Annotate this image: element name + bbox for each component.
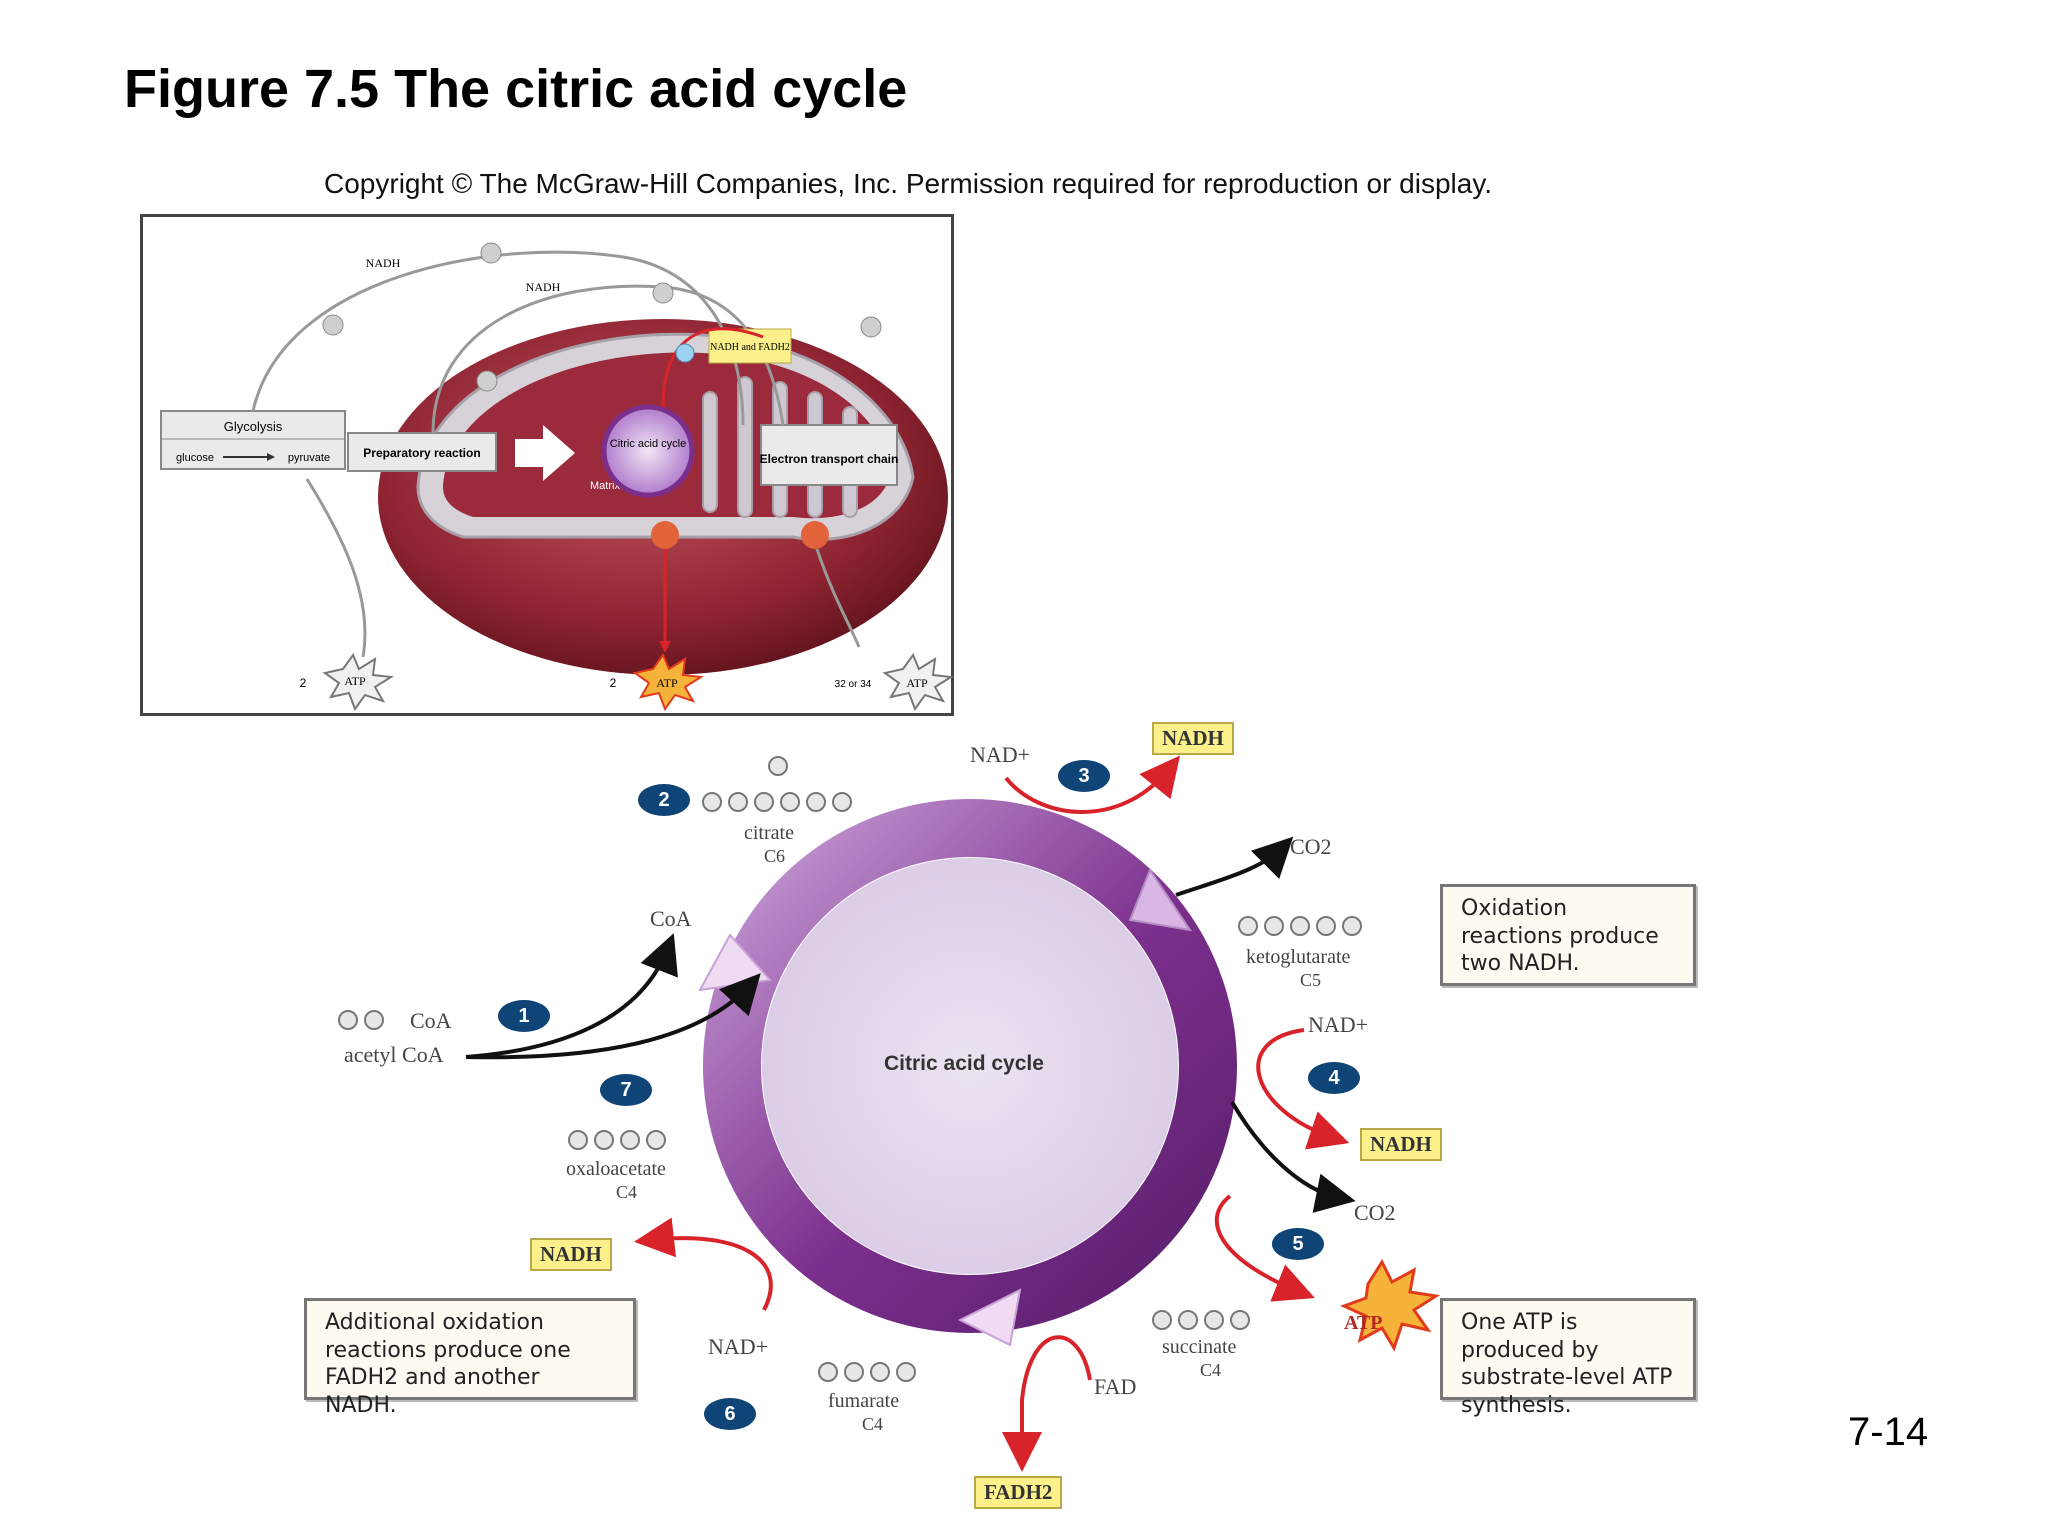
fadh2-label-6: FADH2 — [974, 1476, 1063, 1509]
note-atp-produced: One ATP is produced by substrate-level A… — [1440, 1298, 1696, 1418]
atp-star-1: ATP 2 — [300, 652, 394, 712]
etc-box — [760, 424, 898, 486]
step-badge-5: 5 — [1272, 1228, 1324, 1260]
step6-fadh2-arrow — [1002, 1335, 1092, 1472]
svg-text:ATP: ATP — [906, 676, 928, 690]
preparatory-box — [347, 432, 497, 472]
acetyl-coa-to-coa-arrow — [465, 933, 678, 1059]
ketoglutarate-carbons: C5 — [1300, 970, 1322, 990]
fad-label-6: FAD — [1094, 1374, 1137, 1399]
glycolysis-box — [160, 410, 346, 470]
pyruvate-entry-arrow — [515, 425, 575, 481]
step5-atp-arrow — [1214, 1194, 1315, 1302]
step7-nadh-arrow — [634, 1217, 773, 1311]
acetyl-coa-top-label: CoA — [410, 1008, 452, 1033]
step-badge-3: 3 — [1058, 760, 1110, 792]
etc-label: Electron transport chain — [760, 452, 899, 466]
atp-star-2: ATP 2 — [610, 652, 704, 712]
cycle-ring — [703, 799, 1237, 1333]
citrate-carbons: C6 — [764, 846, 786, 866]
red-arc-cycle — [661, 327, 764, 408]
carbon-chains — [338, 756, 1362, 1382]
atp-synthase-left — [651, 521, 679, 549]
preparatory-label: Preparatory reaction — [363, 446, 480, 460]
oxaloacetate-carbons: C4 — [616, 1182, 638, 1202]
cycle-center-label: Citric acid cycle — [884, 1052, 1044, 1075]
ketoglutarate-label: ketoglutarate — [1246, 946, 1351, 968]
nad-plus-label-3: NAD+ — [970, 742, 1031, 767]
acetyl-coa-to-cycle-arrow — [465, 973, 761, 1060]
note-additional-oxidation: Additional oxidation reactions produce o… — [304, 1298, 636, 1418]
atp-synthase-right — [801, 521, 829, 549]
mitochondrion-illustration: Glycolysis glucose pyruvate Preparatory … — [160, 242, 954, 712]
step-badge-7: 7 — [600, 1074, 652, 1106]
atp-star-3: ATP 32 or 34 — [835, 652, 954, 712]
fumarate-label: fumarate — [828, 1390, 900, 1412]
nadh-fadh2-label: NADH and FADH2 — [710, 342, 790, 353]
nadh-label-3: NADH — [1152, 722, 1234, 755]
page-title: Figure 7.5 The citric acid cycle — [124, 59, 908, 119]
cycle-inner — [762, 858, 1178, 1274]
copyright-notice: Copyright © The McGraw-Hill Companies, I… — [324, 168, 1493, 199]
glucose-label: glucose — [176, 452, 214, 464]
step-badge-2: 2 — [638, 784, 690, 816]
co2-label-3: CO2 — [1290, 834, 1332, 859]
nadh-label-1: NADH — [366, 256, 401, 270]
glycolysis-label: Glycolysis — [224, 419, 283, 434]
note-oxidation: Oxidation reactions produce two NADH. — [1440, 884, 1696, 986]
electron-dots — [322, 242, 882, 392]
nad-plus-label-4: NAD+ — [1308, 1012, 1369, 1037]
step3-nadh-arrow — [1004, 755, 1181, 814]
mitochondrion-overview-panel: Glycolysis glucose pyruvate Preparatory … — [140, 214, 954, 716]
atp-count-2: 2 — [610, 676, 617, 690]
ring-arrowhead-bottom — [957, 1288, 1022, 1347]
step-badge-4: 4 — [1308, 1062, 1360, 1094]
matrix-label: Matrix — [590, 480, 620, 492]
succinate-label: succinate — [1162, 1336, 1237, 1358]
atp-count-1: 2 — [300, 676, 307, 690]
oxaloacetate-label: oxaloacetate — [566, 1158, 666, 1180]
pyruvate-label: pyruvate — [288, 452, 330, 464]
mini-cycle-label: Citric acid cycle — [610, 438, 686, 450]
nadh-label-2: NADH — [526, 280, 561, 294]
atp-label-5: ATP — [1344, 1312, 1383, 1334]
step3-co2-arrow — [1175, 836, 1294, 897]
coa-released-label: CoA — [650, 906, 692, 931]
nadh-label-7: NADH — [530, 1238, 612, 1271]
mini-cycle — [601, 404, 695, 498]
atp-count-3: 32 or 34 — [835, 679, 872, 690]
co2-label-4: CO2 — [1354, 1200, 1396, 1225]
nadh-label-4: NADH — [1360, 1128, 1442, 1161]
succinate-carbons: C4 — [1200, 1360, 1222, 1380]
slide-number: 7-14 — [1848, 1410, 1929, 1454]
step-badge-1: 1 — [498, 1000, 550, 1032]
ring-arrowhead-top-right — [1128, 867, 1193, 932]
svg-text:ATP: ATP — [656, 676, 678, 690]
svg-text:ATP: ATP — [344, 674, 366, 688]
step4-co2-arrow — [1230, 1100, 1356, 1213]
acetyl-coa-label: acetyl CoA — [344, 1042, 444, 1067]
step4-nadh-arrow — [1256, 1028, 1350, 1150]
citrate-label: citrate — [744, 822, 794, 844]
step-badge-6: 6 — [704, 1398, 756, 1430]
nad-plus-label-7: NAD+ — [708, 1334, 769, 1359]
atp-burst — [1340, 1258, 1441, 1352]
fumarate-carbons: C4 — [862, 1414, 884, 1434]
